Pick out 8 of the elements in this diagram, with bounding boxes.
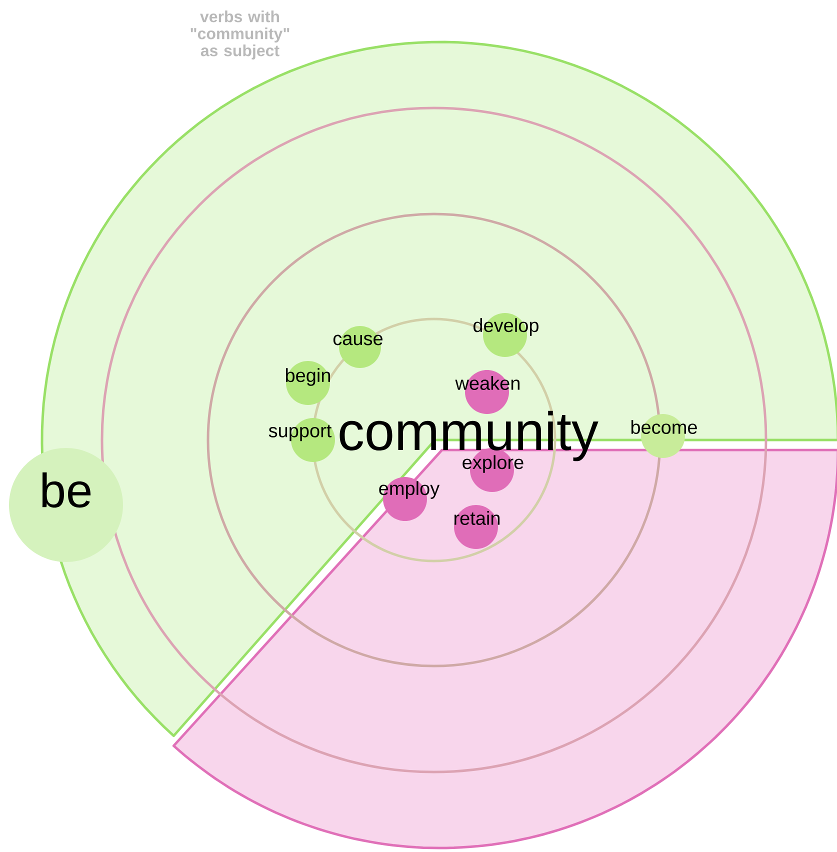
node-label: verbs with "community"	[190, 10, 290, 42]
word-bubble: develop	[474, 313, 538, 357]
word-bubble: cause	[333, 326, 382, 368]
word-bubble: begin	[286, 361, 330, 405]
word-bubble: become	[631, 414, 697, 458]
word-bubble: retain	[454, 505, 500, 549]
word-bubble: be	[9, 448, 123, 562]
word-bubble: support	[268, 418, 335, 462]
